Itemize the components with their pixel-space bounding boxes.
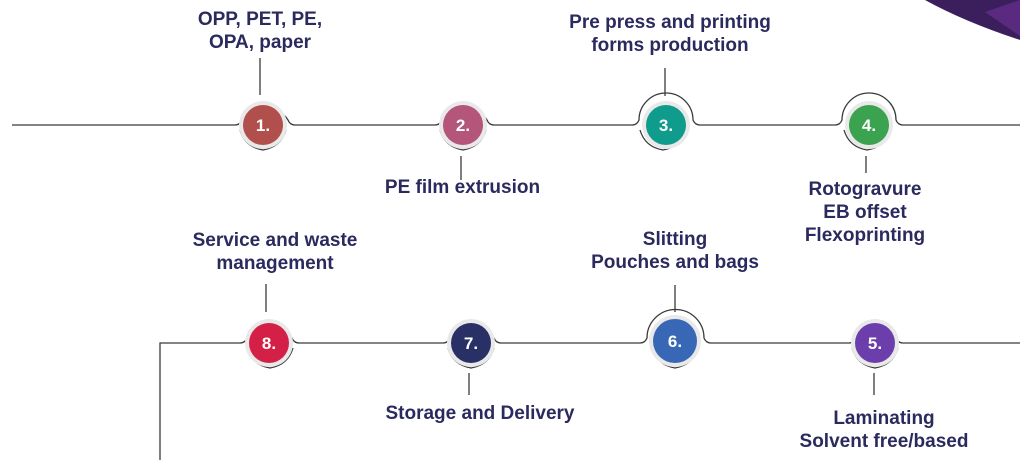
step-5-line-2: Solvent free/based <box>799 431 969 452</box>
step-node-7: 7. <box>447 319 495 367</box>
step-7-line-1: Storage and Delivery <box>385 403 575 424</box>
step-4-line-2: EB offset <box>823 202 907 223</box>
step-node-5: 5. <box>851 319 899 367</box>
step-label-4: Rotogravure EB offset Flexoprinting <box>780 178 950 247</box>
step-label-8: Service and waste management <box>175 229 375 275</box>
step-8-line-1: Service and waste <box>192 230 358 251</box>
step-number-2: 2. <box>456 116 470 135</box>
step-4-line-1: Rotogravure <box>808 179 922 200</box>
step-8-line-2: management <box>216 253 334 274</box>
step-label-6: Slitting Pouches and bags <box>580 228 770 274</box>
step-1-line-1: OPP, PET, PE, <box>197 9 323 30</box>
step-node-3: 3. <box>642 101 690 149</box>
step-6-line-1: Slitting <box>642 229 708 250</box>
step-label-1: OPP, PET, PE, OPA, paper <box>170 8 350 54</box>
step-label-5: Laminating Solvent free/based <box>764 407 1004 453</box>
step-node-4: 4. <box>845 101 893 149</box>
step-node-6: 6. <box>649 315 701 367</box>
step-node-1: 1. <box>239 101 287 149</box>
step-number-8: 8. <box>262 334 276 353</box>
step-label-2: PE film extrusion <box>350 176 575 199</box>
step-1-line-2: OPA, paper <box>208 32 312 53</box>
step-5-line-1: Laminating <box>833 408 935 429</box>
step-3-line-2: forms production <box>591 35 749 56</box>
step-number-6: 6. <box>668 332 682 351</box>
step-number-5: 5. <box>868 334 882 353</box>
corner-logo-fragment <box>925 0 1020 40</box>
step-4-line-3: Flexoprinting <box>804 225 926 246</box>
step-label-7: Storage and Delivery <box>350 402 610 425</box>
step-node-8: 8. <box>245 319 293 367</box>
step-number-7: 7. <box>464 334 478 353</box>
step-3-line-1: Pre press and printing <box>569 12 771 33</box>
step-number-4: 4. <box>862 116 876 135</box>
step-number-1: 1. <box>256 116 270 135</box>
step-2-line-1: PE film extrusion <box>384 177 541 198</box>
step-6-line-2: Pouches and bags <box>591 252 759 273</box>
step-number-3: 3. <box>659 116 673 135</box>
step-node-2: 2. <box>439 101 487 149</box>
step-label-3: Pre press and printing forms production <box>535 11 805 57</box>
